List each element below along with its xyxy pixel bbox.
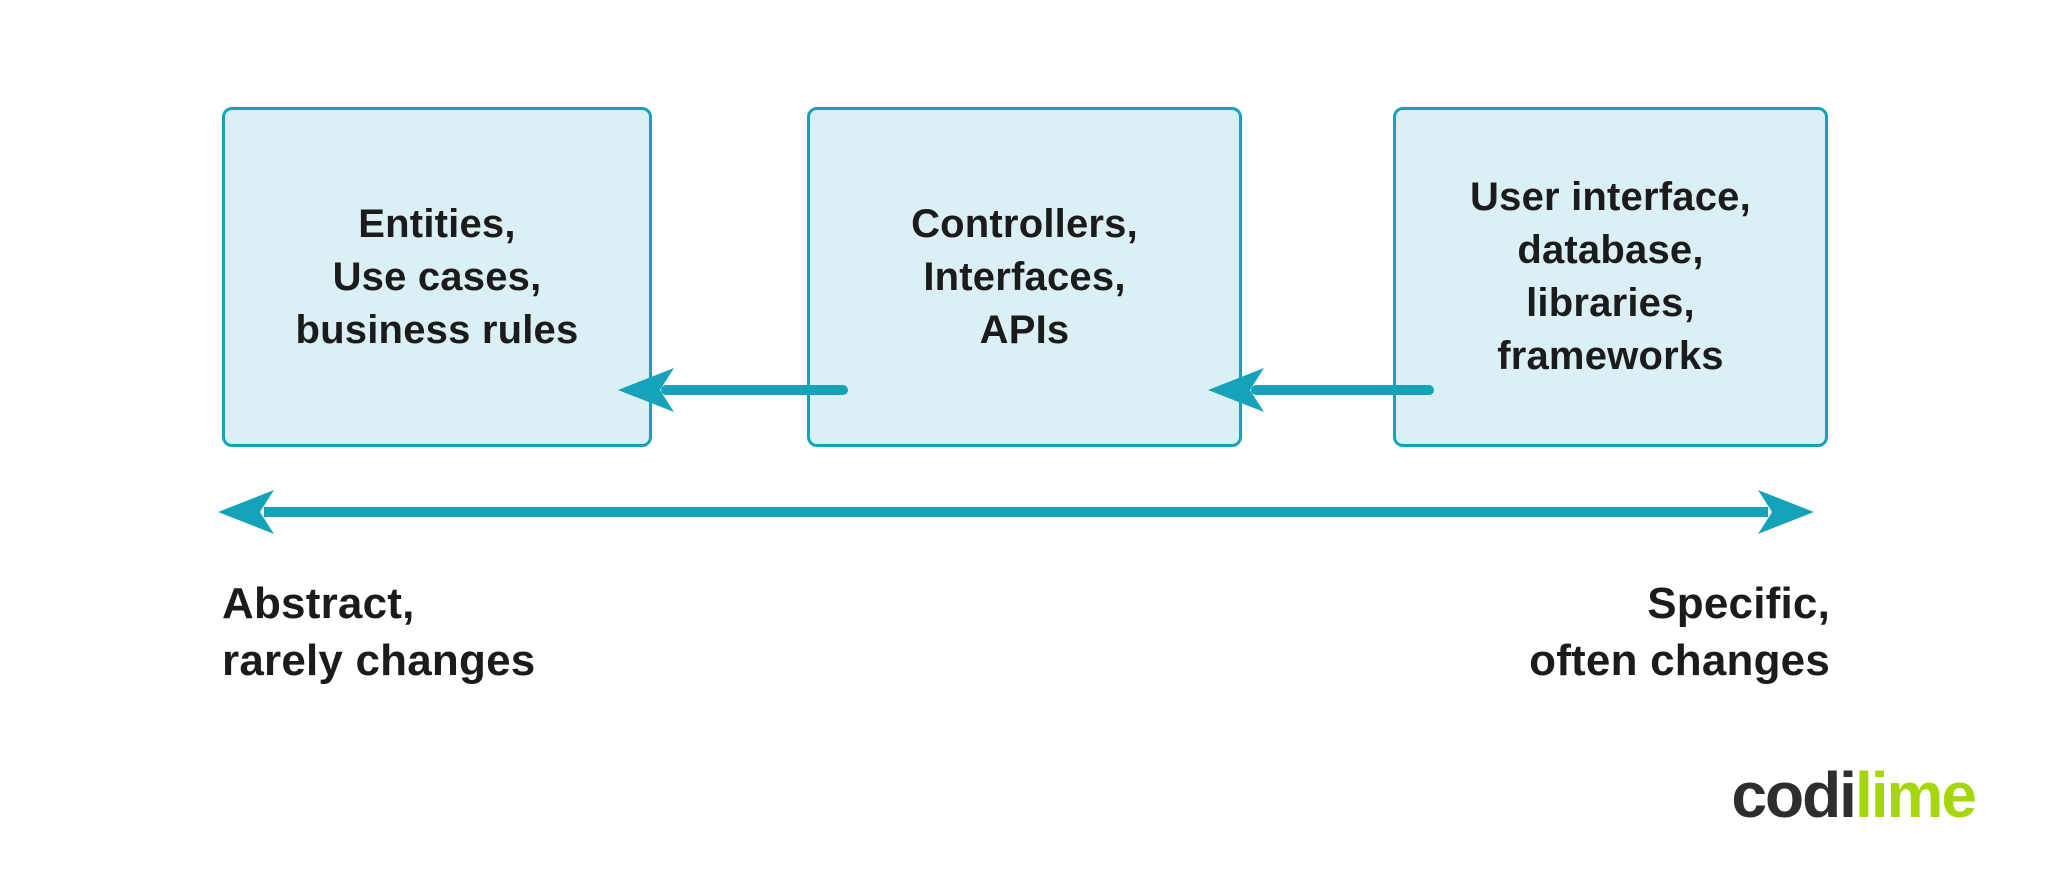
codilime-logo-lime: lime bbox=[1854, 759, 1977, 831]
box-controllers-label: Controllers, Interfaces, APIs bbox=[911, 201, 1138, 352]
left-arrow-icon bbox=[618, 368, 848, 412]
spectrum-label-specific: Specific, often changes bbox=[1529, 579, 1830, 685]
codilime-logo: codilime bbox=[1731, 763, 1977, 827]
box-user-interface-label: User interface, database, libraries, fra… bbox=[1470, 175, 1751, 378]
arrowhead-right bbox=[1758, 490, 1814, 534]
codilime-logo-codi: codi bbox=[1731, 759, 1857, 831]
left-arrow-icon bbox=[1208, 368, 1434, 412]
box-user-interface: User interface, database, libraries, fra… bbox=[1393, 107, 1828, 447]
spectrum-label-abstract: Abstract, rarely changes bbox=[222, 579, 536, 685]
abstraction-spectrum-arrow bbox=[216, 489, 1816, 535]
arrowhead-left bbox=[618, 368, 674, 412]
double-arrow-icon bbox=[218, 490, 1814, 534]
arrowhead-left bbox=[1208, 368, 1264, 412]
box-controllers: Controllers, Interfaces, APIs bbox=[807, 107, 1242, 447]
arrow-controllers-to-entities bbox=[616, 367, 850, 413]
box-entities-label: Entities, Use cases, business rules bbox=[295, 201, 579, 352]
arrowhead-left bbox=[218, 490, 274, 534]
arrow-ui-to-controllers bbox=[1206, 367, 1436, 413]
box-entities: Entities, Use cases, business rules bbox=[222, 107, 652, 447]
